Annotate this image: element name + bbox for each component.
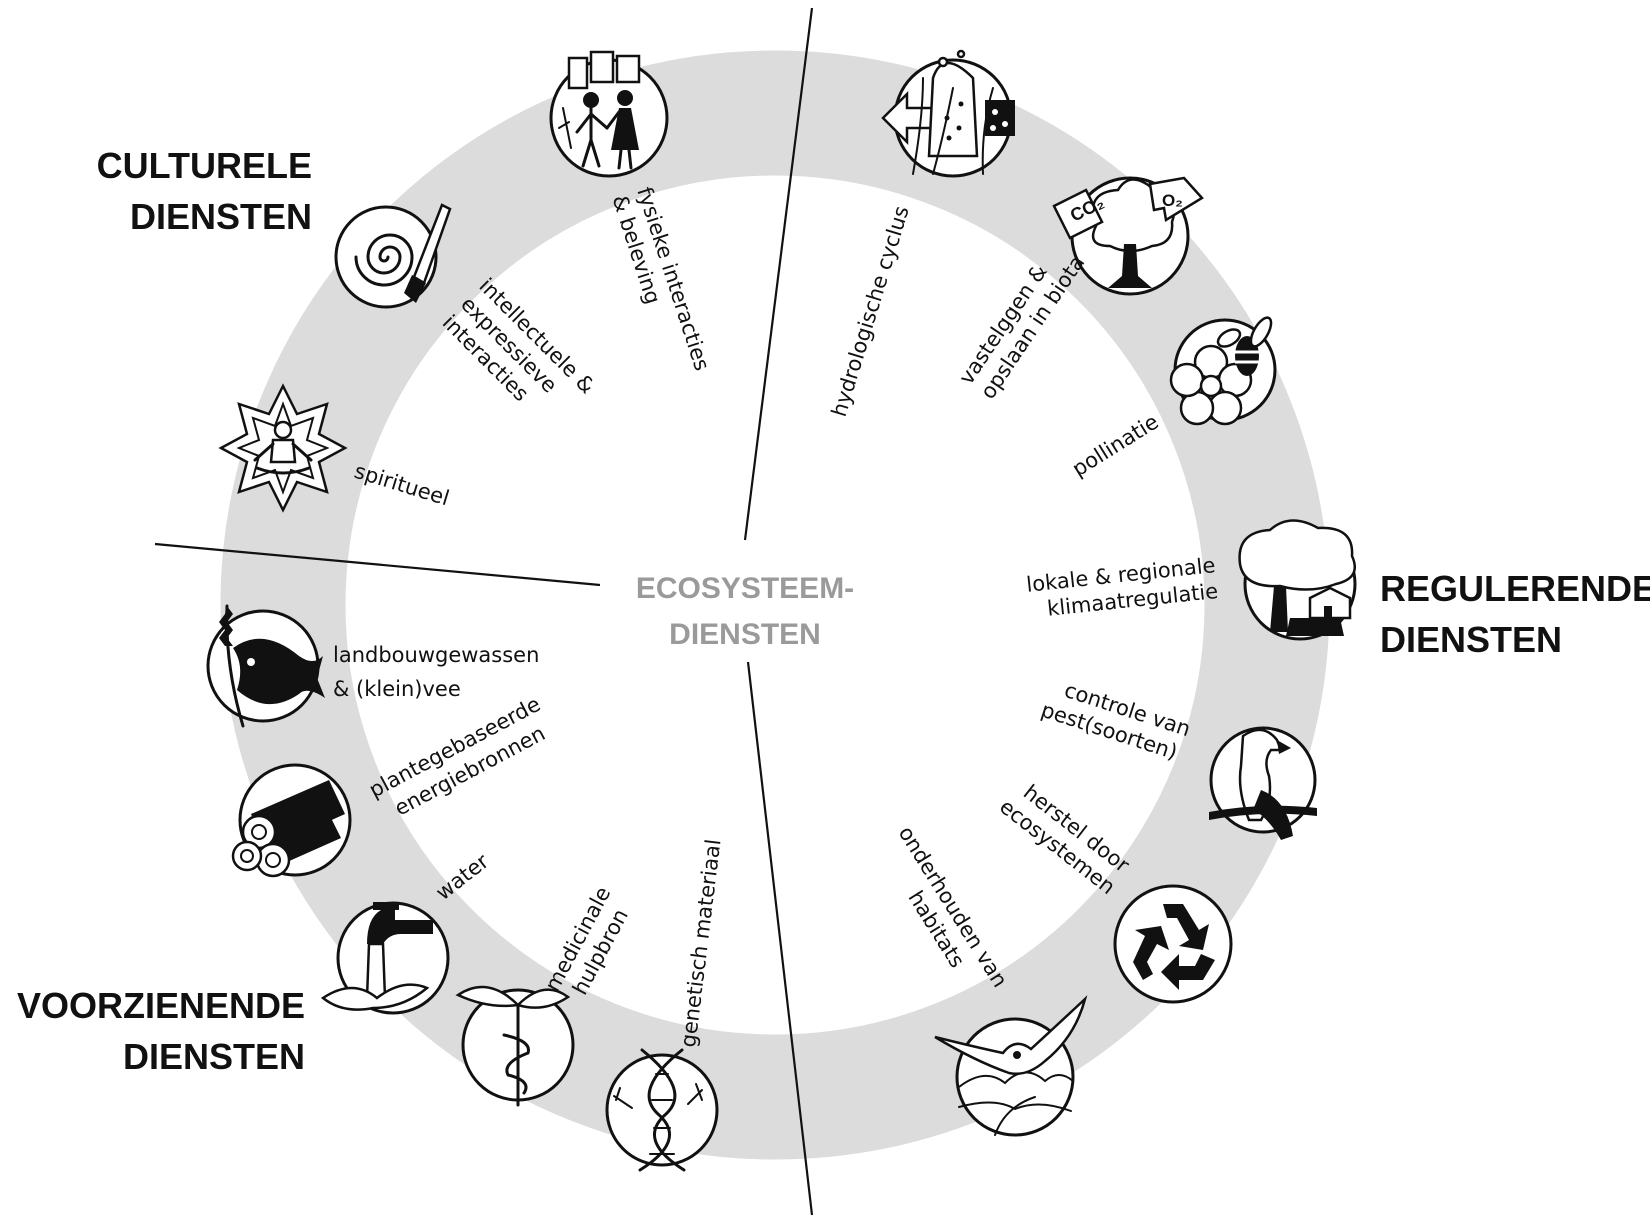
- bird-of-prey-icon: [1209, 726, 1317, 840]
- meditation-lotus-icon: [218, 383, 348, 513]
- category-cultural: CULTURELE DIENSTEN: [97, 145, 312, 237]
- label-energy: plantegebaseerde energiebronnen: [365, 692, 549, 821]
- label-pest: controle van pest(soorten): [1038, 678, 1193, 764]
- label-physical-interactions: fysieke interacties & beleving: [608, 184, 715, 373]
- regulating-title-line1: REGULERENDE: [1380, 568, 1650, 609]
- crops-line2: & (klein)vee: [333, 677, 461, 701]
- label-climate: lokale & regionale klimaatregulatie: [1025, 553, 1219, 621]
- spiral-brush-icon: [334, 203, 452, 309]
- logs-icon: [231, 763, 352, 878]
- label-spiritual: spiritueel: [352, 459, 453, 511]
- divider-left: [154, 542, 601, 587]
- label-pollination: pollinatie: [1068, 410, 1163, 482]
- cultural-title-line2: DIENSTEN: [130, 196, 312, 237]
- divider-top: [743, 7, 814, 541]
- water-cycle-icon: [881, 49, 1015, 178]
- water-tap-icon: [320, 901, 450, 1015]
- tree-house-icon: [1238, 519, 1357, 641]
- people-walking-icon: [549, 50, 669, 178]
- cultural-title-line1: CULTURELE: [97, 145, 312, 186]
- label-recovery: herstel door ecosystemen: [995, 780, 1134, 899]
- label-medicinal: medicinale hulpbron: [540, 883, 633, 999]
- label-hydrological: hydrologische cyclus: [827, 203, 914, 419]
- category-provisioning: VOORZIENENDE DIENSTEN: [17, 985, 305, 1077]
- carbon-tree-icon: CO₂ O₂: [1052, 176, 1204, 296]
- label-genetic: genetisch materiaal: [676, 838, 725, 1049]
- category-regulating: REGULERENDE DIENSTEN: [1380, 568, 1650, 660]
- genetic-line1: genetisch materiaal: [676, 838, 725, 1049]
- owl-landscape-icon: [934, 995, 1088, 1137]
- pollination-line1: pollinatie: [1068, 410, 1163, 482]
- medicinal-staff-icon: [455, 985, 575, 1107]
- dna-icon: [605, 1048, 719, 1172]
- recycle-icon: [1113, 884, 1233, 1004]
- divider-bottom: [746, 661, 814, 1216]
- center-title: ECOSYSTEEM- DIENSTEN: [636, 572, 854, 651]
- spiritual-line1: spiritueel: [352, 459, 453, 511]
- wheat-fish-icon: [206, 604, 325, 728]
- label-habitats: onderhouden van habitats: [894, 822, 1012, 992]
- label-crops: landbouwgewassen & (klein)vee: [333, 643, 539, 701]
- crops-line1: landbouwgewassen: [333, 643, 539, 667]
- label-carbon: vastelggen & opslaan in biota: [954, 251, 1089, 403]
- center-title-line1: ECOSYSTEEM-: [636, 572, 854, 605]
- provisioning-title-line2: DIENSTEN: [123, 1036, 305, 1077]
- regulating-title-line2: DIENSTEN: [1380, 619, 1562, 660]
- center-title-line2: DIENSTEN: [669, 618, 821, 651]
- bee-flower-icon: [1169, 316, 1277, 426]
- provisioning-title-line1: VOORZIENENDE: [17, 985, 305, 1026]
- o2-label: O₂: [1162, 191, 1183, 210]
- hydrological-line1: hydrologische cyclus: [827, 203, 914, 419]
